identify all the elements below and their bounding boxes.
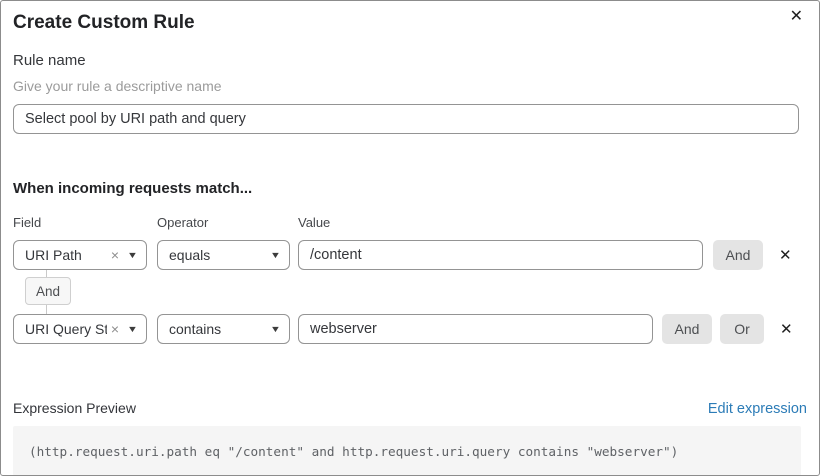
clear-selection-icon[interactable]: × (110, 321, 120, 337)
expression-preview-header: Expression Preview Edit expression (13, 400, 807, 417)
field-select[interactable]: URI Query St... × ▼ (13, 314, 147, 344)
condition-connector: And (13, 270, 807, 314)
expression-preview-label: Expression Preview (13, 400, 136, 416)
operator-select-value: equals (169, 247, 211, 263)
condition-row: URI Path × ▼ equals ▼ And ✕ (13, 240, 807, 270)
connector-and-chip[interactable]: And (25, 277, 72, 305)
matcher-heading: When incoming requests match... (13, 180, 253, 197)
remove-condition-icon[interactable]: ✕ (779, 246, 792, 264)
clear-selection-icon[interactable]: × (110, 247, 120, 263)
chevron-down-icon: ▼ (269, 323, 282, 334)
operator-column-label: Operator (157, 215, 209, 230)
value-input[interactable] (298, 240, 703, 270)
chevron-down-icon: ▼ (269, 249, 282, 260)
rule-name-input[interactable] (13, 104, 799, 134)
matcher-column-labels: Field Operator Value (13, 215, 807, 231)
value-input[interactable] (298, 314, 653, 344)
add-and-condition-button[interactable]: And (662, 314, 712, 344)
chevron-down-icon: ▼ (126, 323, 139, 334)
field-select-value: URI Path (25, 247, 82, 263)
field-select[interactable]: URI Path × ▼ (13, 240, 147, 270)
operator-select[interactable]: equals ▼ (157, 240, 290, 270)
operator-select[interactable]: contains ▼ (157, 314, 290, 344)
value-column-label: Value (298, 215, 331, 230)
field-select-value: URI Query St... (25, 321, 107, 337)
operator-select-value: contains (169, 321, 222, 337)
page-title: Create Custom Rule (13, 12, 195, 33)
expression-preview-code-block: (http.request.uri.path eq "/content" and… (13, 426, 801, 475)
expression-code: (http.request.uri.path eq "/content" and… (29, 443, 679, 459)
rule-name-label: Rule name (13, 52, 86, 69)
edit-expression-link[interactable]: Edit expression (707, 401, 807, 417)
condition-row: URI Query St... × ▼ contains ▼ And Or ✕ (13, 314, 807, 344)
close-icon[interactable]: ✕ (786, 7, 807, 27)
field-column-label: Field (13, 215, 42, 230)
add-and-condition-button[interactable]: And (713, 240, 763, 270)
add-or-condition-button[interactable]: Or (720, 314, 764, 344)
remove-condition-icon[interactable]: ✕ (780, 320, 793, 338)
chevron-down-icon: ▼ (126, 249, 139, 260)
connector-line (46, 270, 47, 277)
connector-line (46, 305, 47, 314)
rule-name-hint: Give your rule a descriptive name (13, 78, 222, 94)
